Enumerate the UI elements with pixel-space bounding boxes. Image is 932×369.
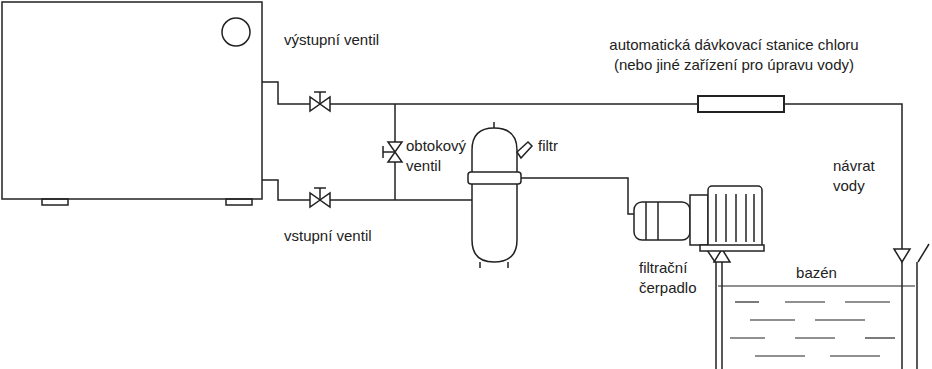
pump-symbol — [634, 186, 764, 251]
water-line — [815, 319, 865, 320]
valve-symbol — [383, 142, 402, 162]
water-surface — [718, 285, 915, 286]
valve-label: výstupní ventil — [284, 30, 414, 50]
filter-symbol — [468, 122, 532, 268]
valve-symbol — [310, 188, 330, 207]
valve-symbol — [310, 92, 330, 111]
pool-wall — [715, 262, 717, 369]
water-line — [830, 355, 880, 356]
pool-label: bazén — [715, 262, 918, 283]
heat-pump-housing — [2, 2, 262, 199]
pool-rim — [918, 244, 929, 262]
dosing-unit-box — [697, 95, 785, 113]
water-line — [730, 337, 765, 338]
filter-label: filtr — [538, 136, 598, 156]
connector-line — [785, 104, 902, 262]
pool: bazén — [715, 262, 918, 369]
return-connector — [785, 104, 902, 262]
station-heading: automatická dávkovací stanice chloru (ne… — [600, 35, 868, 75]
return-pipe — [901, 262, 903, 369]
valve-label: obtokový ventil — [406, 136, 470, 176]
water-line — [755, 355, 805, 356]
water-line — [750, 319, 795, 320]
water-line — [865, 337, 895, 338]
heat-pump-foot — [226, 199, 252, 205]
heat-pump-fan — [222, 18, 250, 46]
flow-arrowhead — [894, 249, 910, 262]
water-line — [845, 301, 890, 302]
suction-pipe — [721, 250, 723, 369]
edge-label: návrat vody — [833, 156, 895, 196]
water-line — [735, 301, 759, 302]
pool-wall — [916, 262, 918, 369]
pump-label: filtrační čerpadlo — [639, 258, 707, 298]
pump-pipe — [517, 178, 634, 214]
inlet-pipe — [262, 180, 472, 200]
water-line — [785, 301, 825, 302]
dosing-station: automatická dávkovací stanice chloru (ne… — [600, 35, 868, 113]
water-line — [795, 337, 835, 338]
valve-label: vstupní ventil — [284, 226, 414, 246]
heat-pump-foot — [42, 199, 68, 205]
